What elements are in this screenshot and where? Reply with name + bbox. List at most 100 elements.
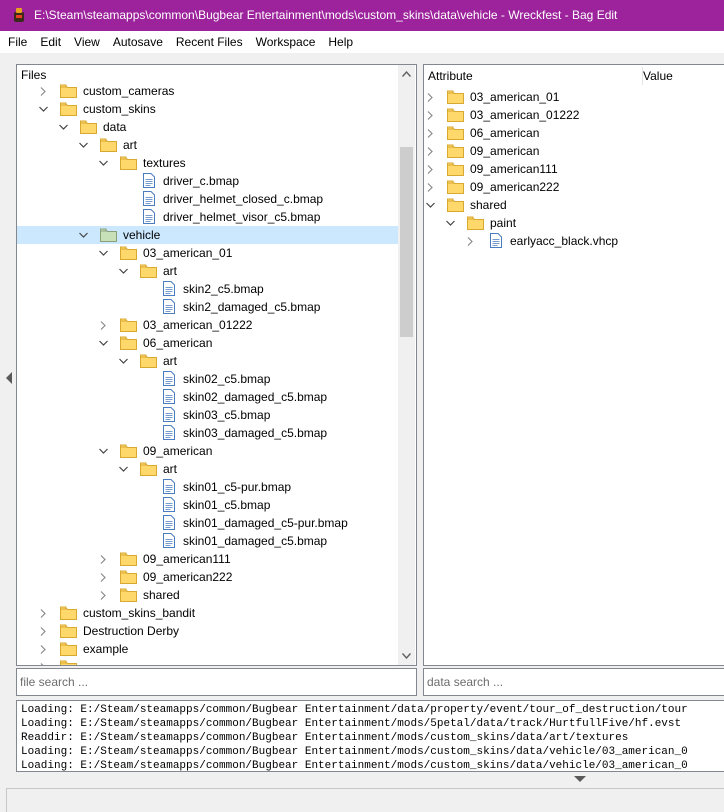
log-output[interactable]: Loading: E:/Steam/steamapps/common/Bugbe…: [16, 700, 724, 772]
chevron-down-icon[interactable]: [59, 123, 68, 131]
tree-folder-row[interactable]: shared: [17, 586, 399, 604]
tree-folder-row[interactable]: art: [17, 460, 399, 478]
chevron-right-icon[interactable]: [39, 663, 47, 665]
tree-file-row[interactable]: earlyacc_black.vhcp: [424, 232, 724, 250]
chevron-right-icon[interactable]: [39, 645, 47, 654]
menu-bar: File Edit View Autosave Recent Files Workspac…: [0, 31, 724, 53]
tree-folder-row[interactable]: 03_american_01: [424, 88, 724, 106]
chevron-right-icon[interactable]: [39, 627, 47, 636]
chevron-right-icon[interactable]: [426, 147, 434, 156]
scroll-down-icon[interactable]: [402, 653, 411, 659]
tree-file-row[interactable]: skin2_damaged_c5.bmap: [17, 298, 399, 316]
chevron-down-icon[interactable]: [99, 339, 108, 347]
tree-folder-row[interactable]: 09_american: [17, 442, 399, 460]
tree-folder-row[interactable]: 09_american111: [17, 550, 399, 568]
title-bar[interactable]: E:\Steam\steamapps\common\Bugbear Entert…: [0, 0, 724, 31]
tree-file-row[interactable]: skin2_c5.bmap: [17, 280, 399, 298]
chevron-down-icon[interactable]: [79, 231, 88, 239]
tree-file-row[interactable]: skin02_c5.bmap: [17, 370, 399, 388]
chevron-down-icon[interactable]: [99, 447, 108, 455]
tree-file-row[interactable]: skin01_c5.bmap: [17, 496, 399, 514]
chevron-right-icon[interactable]: [426, 93, 434, 102]
files-scrollbar[interactable]: [398, 65, 415, 665]
chevron-right-icon[interactable]: [426, 165, 434, 174]
tree-folder-row[interactable]: [17, 658, 399, 665]
folder-icon: [447, 108, 464, 122]
folder-icon: [100, 228, 117, 242]
tree-folder-row[interactable]: example: [17, 640, 399, 658]
chevron-down-icon[interactable]: [446, 219, 455, 227]
chevron-down-icon[interactable]: [119, 267, 128, 275]
file-search-input[interactable]: [16, 668, 417, 696]
tree-folder-row[interactable]: 03_american_01222: [424, 106, 724, 124]
chevron-right-icon[interactable]: [99, 591, 107, 600]
menu-edit[interactable]: Edit: [40, 35, 62, 49]
chevron-right-icon[interactable]: [99, 321, 107, 330]
tree-folder-row[interactable]: art: [17, 352, 399, 370]
tree-folder-row[interactable]: 09_american111: [424, 160, 724, 178]
tree-folder-row[interactable]: vehicle: [17, 226, 399, 244]
tree-folder-row[interactable]: 06_american: [17, 334, 399, 352]
tree-file-row[interactable]: driver_c.bmap: [17, 172, 399, 190]
tree-file-row[interactable]: skin01_damaged_c5-pur.bmap: [17, 514, 399, 532]
tree-folder-row[interactable]: data: [17, 118, 399, 136]
tree-folder-row[interactable]: 03_american_01222: [17, 316, 399, 334]
column-divider[interactable]: [642, 67, 643, 85]
tree-file-row[interactable]: skin01_c5-pur.bmap: [17, 478, 399, 496]
menu-autosave[interactable]: Autosave: [112, 35, 163, 49]
tree-file-row[interactable]: skin02_damaged_c5.bmap: [17, 388, 399, 406]
chevron-down-icon[interactable]: [99, 249, 108, 257]
tree-folder-row[interactable]: 09_american222: [424, 178, 724, 196]
chevron-right-icon[interactable]: [99, 573, 107, 582]
tree-folder-row[interactable]: shared: [424, 196, 724, 214]
tree-folder-row[interactable]: custom_skins_bandit: [17, 604, 399, 622]
chevron-right-icon[interactable]: [39, 87, 47, 96]
tree-file-row[interactable]: driver_helmet_closed_c.bmap: [17, 190, 399, 208]
tree-file-row[interactable]: skin01_damaged_c5.bmap: [17, 532, 399, 550]
tree-file-row[interactable]: skin03_damaged_c5.bmap: [17, 424, 399, 442]
chevron-right-icon[interactable]: [466, 237, 474, 246]
data-search-input[interactable]: [423, 668, 724, 696]
menu-recent-files[interactable]: Recent Files: [175, 35, 243, 49]
tree-folder-row[interactable]: 06_american: [424, 124, 724, 142]
tree-folder-row[interactable]: 03_american_01: [17, 244, 399, 262]
log-line: Readdir: E:/Steam/steamapps/common/Bugbe…: [21, 732, 629, 744]
menu-help[interactable]: Help: [328, 35, 354, 49]
tree-folder-row[interactable]: art: [17, 136, 399, 154]
tree-folder-row[interactable]: 09_american: [424, 142, 724, 160]
folder-icon: [447, 126, 464, 140]
chevron-down-icon[interactable]: [119, 465, 128, 473]
chevron-down-icon[interactable]: [39, 105, 48, 113]
chevron-right-icon[interactable]: [99, 555, 107, 564]
attribute-column-header[interactable]: Attribute: [428, 69, 473, 83]
tree-row-label: skin03_c5.bmap: [183, 408, 271, 422]
tree-file-row[interactable]: skin03_c5.bmap: [17, 406, 399, 424]
menu-file[interactable]: File: [8, 35, 28, 49]
tree-folder-row[interactable]: 09_american222: [17, 568, 399, 586]
chevron-right-icon[interactable]: [426, 129, 434, 138]
tree-folder-row[interactable]: custom_skins: [17, 100, 399, 118]
chevron-down-icon[interactable]: [79, 141, 88, 149]
value-column-header[interactable]: Value: [643, 69, 673, 83]
chevron-down-icon[interactable]: [426, 201, 435, 209]
chevron-right-icon[interactable]: [426, 183, 434, 192]
menu-view[interactable]: View: [74, 35, 100, 49]
chevron-down-icon[interactable]: [119, 357, 128, 365]
chevron-down-icon[interactable]: [99, 159, 108, 167]
chevron-right-icon[interactable]: [426, 111, 434, 120]
tree-folder-row[interactable]: textures: [17, 154, 399, 172]
tree-row-label: skin01_c5-pur.bmap: [183, 480, 292, 494]
tree-file-row[interactable]: driver_helmet_visor_c5.bmap: [17, 208, 399, 226]
tree-folder-row[interactable]: Destruction Derby: [17, 622, 399, 640]
menu-workspace[interactable]: Workspace: [255, 35, 316, 49]
scroll-up-icon[interactable]: [402, 71, 411, 77]
collapse-left-arrow-icon[interactable]: [6, 372, 12, 384]
tree-folder-row[interactable]: custom_cameras: [17, 82, 399, 100]
collapse-log-arrow-icon[interactable]: [574, 776, 586, 782]
chevron-right-icon[interactable]: [39, 609, 47, 618]
tree-folder-row[interactable]: art: [17, 262, 399, 280]
scroll-thumb[interactable]: [400, 147, 413, 337]
tree-folder-row[interactable]: paint: [424, 214, 724, 232]
